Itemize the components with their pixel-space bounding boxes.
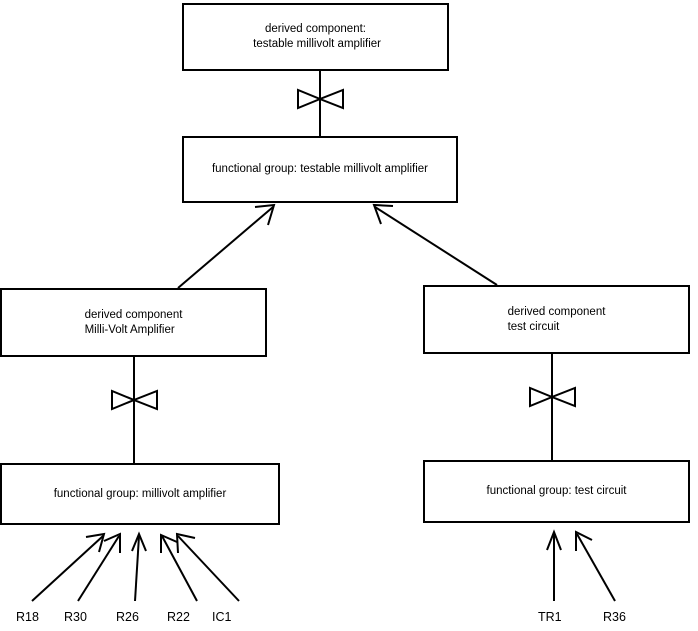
- leaf-label-R18: R18: [16, 610, 39, 624]
- arrow-test-circuit-to-fg-testable: [372, 203, 498, 286]
- leaf-label-IC1: IC1: [212, 610, 232, 624]
- leaf-label-R22: R22: [167, 610, 190, 624]
- leaf-label-TR1: TR1: [538, 610, 562, 624]
- node-label: functional group: millivolt amplifier: [53, 487, 227, 500]
- leaf-arrow-R18: [31, 532, 106, 602]
- bowtie-connector-top: [297, 88, 344, 110]
- arrow-mv-amp-to-fg-testable: [177, 203, 276, 289]
- leaf-arrow-R26: [131, 531, 147, 602]
- bowtie-connector-right: [529, 386, 576, 408]
- bowtie-connector-left: [111, 389, 158, 411]
- node-label: functional group: testable millivolt amp…: [211, 163, 429, 175]
- node-label: derived component Milli-Volt Amplifier: [84, 308, 183, 336]
- leaf-label-R36: R36: [603, 610, 626, 624]
- node-derived-testable-mv-amp[interactable]: derived component: testable millivolt am…: [182, 3, 449, 71]
- node-derived-mv-amp[interactable]: derived component Milli-Volt Amplifier: [0, 288, 267, 357]
- node-fg-mv-amp[interactable]: functional group: millivolt amplifier: [0, 463, 280, 525]
- leaf-label-R26: R26: [116, 610, 139, 624]
- node-fg-testable-mv-amp[interactable]: functional group: testable millivolt amp…: [182, 136, 458, 203]
- leaf-label-R30: R30: [64, 610, 87, 624]
- leaf-arrow-TR1: [546, 529, 562, 601]
- leaf-arrow-R30: [77, 532, 121, 602]
- node-label: derived component test circuit: [507, 305, 606, 333]
- leaf-arrow-R36: [575, 530, 616, 602]
- leaf-arrow-R22: [160, 533, 198, 602]
- node-label: functional group: test circuit: [486, 485, 627, 497]
- node-fg-test-circuit[interactable]: functional group: test circuit: [423, 460, 690, 523]
- node-derived-test-circuit[interactable]: derived component test circuit: [423, 285, 690, 354]
- node-label: derived component: testable millivolt am…: [253, 23, 381, 50]
- leaf-arrow-IC1: [175, 532, 240, 602]
